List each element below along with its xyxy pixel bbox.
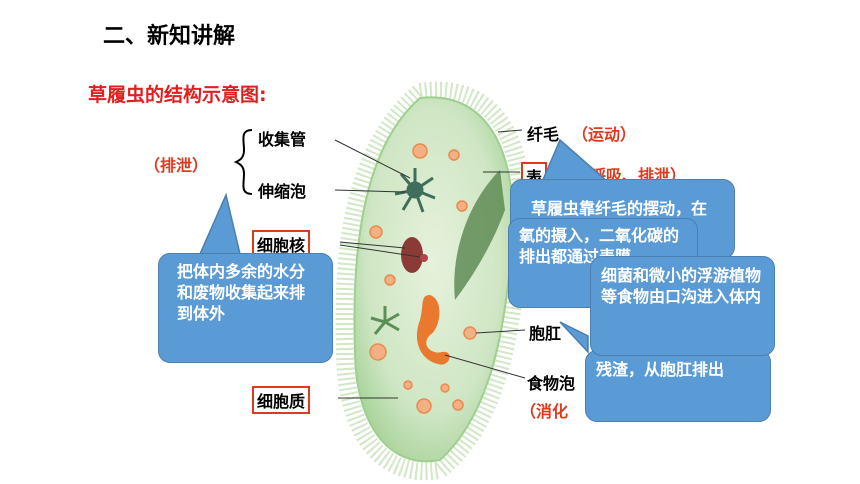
food-vacuoles [369,143,477,414]
nucleus [401,237,423,273]
label-anal-pore: 胞肛 [529,324,562,343]
callout-contractile-vacuole: 把体内多余的水分和废物收集起来排到体外 [158,253,333,363]
oral-groove [454,170,505,300]
label-movement: （运动） [572,125,637,144]
label-food-vacuole: 食物泡 [527,374,576,393]
cilia-halo [335,81,531,481]
callout5-pointer [559,321,589,354]
label-collecting-canal: 收集管 [258,130,307,149]
label-digestion: （消化 [520,402,569,421]
forming-food-vacuole [416,295,450,365]
label-cytoplasm: 细胞质 [252,386,311,414]
label-contractile-vacuole: 伸缩泡 [258,182,307,201]
callout2-pointer [540,138,610,183]
brace [233,129,253,195]
callout1-pointer [198,192,241,255]
label-cilia: 纤毛 [527,125,560,144]
label-excretion: （排泄） [144,156,209,175]
micronucleus [420,254,428,262]
leader-lines [334,129,526,399]
callout-oral-groove: 细菌和微小的浮游植物等食物由口沟进入体内 [590,256,775,356]
diagram-title: 草履虫的结构示意图: [88,84,267,106]
contractile-vacuole-2 [370,306,400,335]
callout-anal-pore: 残渣，从胞肛排出 [585,350,771,422]
contractile-vacuole [394,168,436,213]
section-heading: 二、新知讲解 [103,24,236,49]
